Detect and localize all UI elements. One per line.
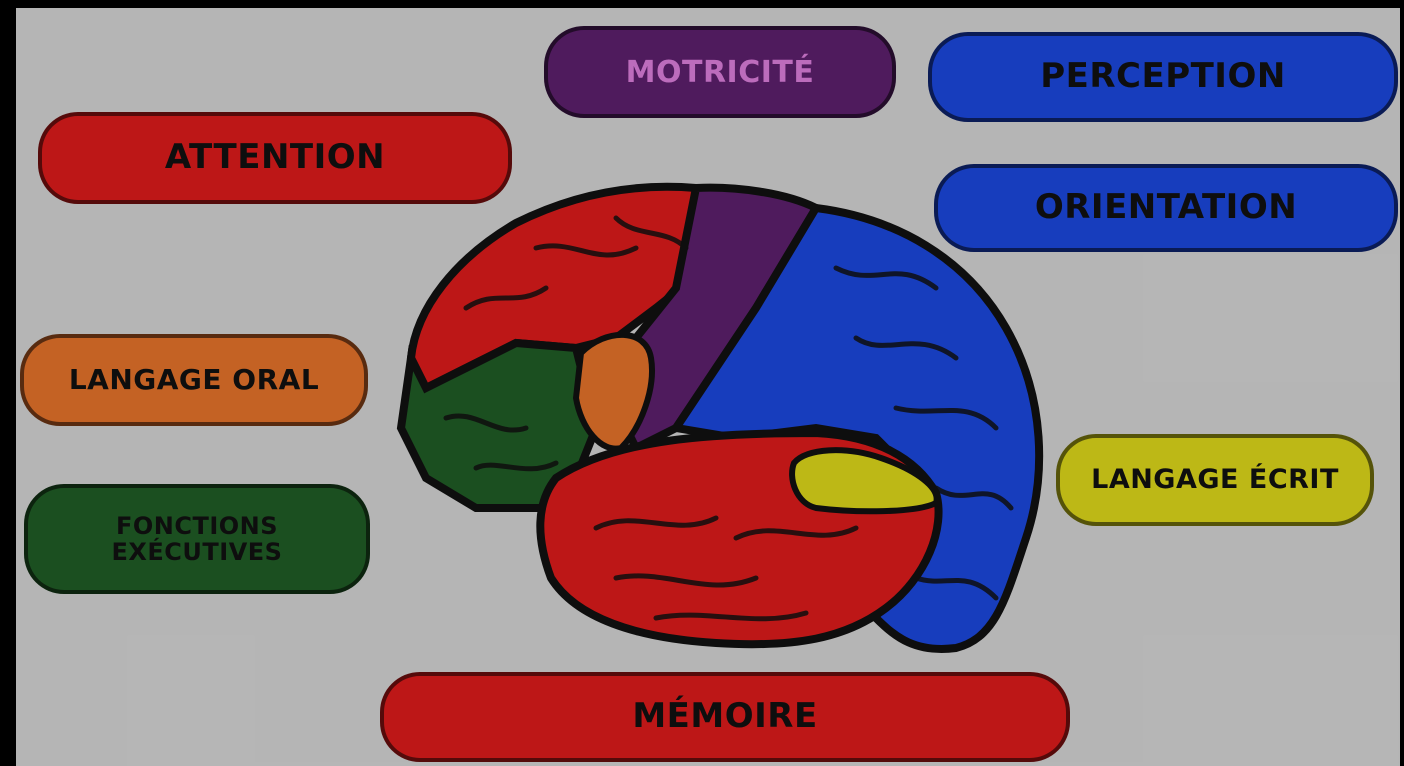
label-motricite-text: MOTRICITÉ [626, 56, 815, 89]
label-perception: PERCEPTION [928, 32, 1398, 122]
label-perception-text: PERCEPTION [1040, 58, 1286, 95]
label-attention: ATTENTION [38, 112, 512, 204]
label-fonctions-executives: FONCTIONS EXÉCUTIVES [24, 484, 370, 594]
label-memoire-text: MÉMOIRE [632, 698, 817, 735]
label-fonctions-executives-line2: EXÉCUTIVES [112, 539, 283, 565]
label-langage-oral-text: LANGAGE ORAL [69, 365, 319, 396]
label-motricite: MOTRICITÉ [544, 26, 896, 118]
label-fonctions-executives-line1: FONCTIONS [116, 513, 278, 539]
label-orientation-text: ORIENTATION [1035, 189, 1297, 226]
label-langage-ecrit: LANGAGE ÉCRIT [1056, 434, 1374, 526]
label-langage-ecrit-text: LANGAGE ÉCRIT [1091, 465, 1339, 495]
diagram-canvas: MOTRICITÉ PERCEPTION ATTENTION ORIENTATI… [16, 8, 1400, 766]
label-langage-oral: LANGAGE ORAL [20, 334, 368, 426]
label-attention-text: ATTENTION [165, 139, 385, 176]
label-orientation: ORIENTATION [934, 164, 1398, 252]
label-memoire: MÉMOIRE [380, 672, 1070, 762]
